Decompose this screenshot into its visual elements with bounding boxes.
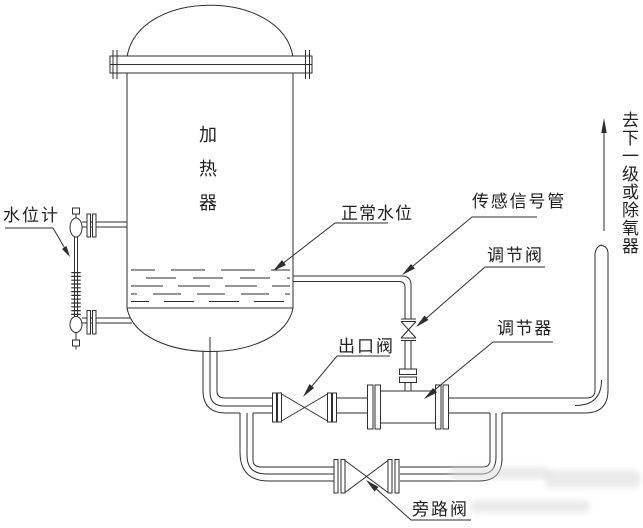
up-arrow-icon [601,118,607,133]
sensor-signal-pipe [293,275,417,391]
outlet-valve [272,392,337,423]
vessel-shell [126,73,294,308]
water-level-gauge [69,207,132,350]
watermark-smudge [545,470,640,488]
gauge-bottom-valve [69,316,83,333]
bypass-piping [239,413,503,482]
vessel-top-dome [126,4,294,58]
gauge-upper-connection [82,213,127,238]
gauge-lower-connection [82,310,132,335]
label-to-next-stage: 去下一级或除氧器 [618,111,638,255]
regulating-valve [400,318,417,341]
label-sensor-signal-pipe: 传感信号管 [472,192,566,212]
bypass-valve [333,459,400,494]
regulator [367,384,449,430]
label-heater: 加热器 [196,125,217,227]
pipe-end-cap [594,244,609,256]
gauge-top-valve [69,217,83,238]
label-water-level-gauge: 水位计 [3,206,60,226]
label-regulator: 调节器 [497,319,554,339]
label-normal-water-level: 正常水位 [341,204,413,224]
gauge-top-knob [72,207,80,215]
union-coupling [399,368,417,383]
label-outlet-valve: 出口阀 [338,337,395,357]
watermark-smudge [470,500,590,513]
watermark-smudge [450,467,550,479]
label-regulating-valve: 调节阀 [487,246,544,266]
outlet-piping [202,244,609,414]
leader-lines [5,216,553,521]
label-bypass-valve: 旁路阀 [412,500,469,520]
flow-direction-arrow [601,118,607,231]
gauge-bottom-knob [72,339,80,347]
vessel-top-flange [109,50,313,79]
water-surface-hatching [131,269,290,302]
heater-vessel [109,4,313,352]
